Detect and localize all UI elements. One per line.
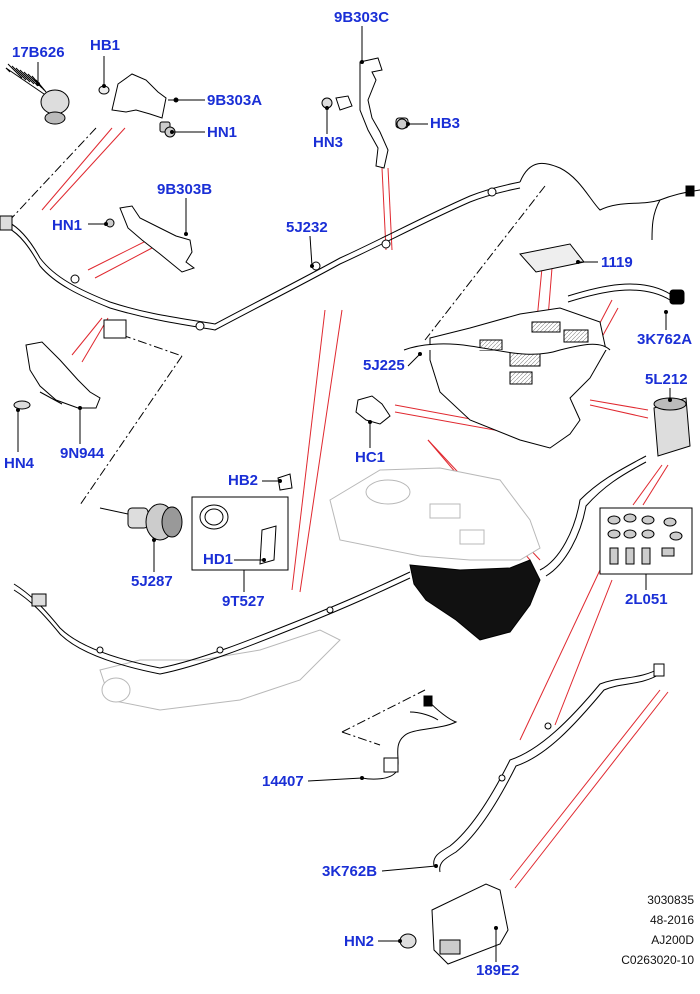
callout-1119[interactable]: 1119	[601, 254, 633, 271]
canister-filter-1119[interactable]	[519, 243, 585, 273]
callout-hc1[interactable]: HC1	[355, 449, 386, 466]
callout-5j287[interactable]: 5J287	[131, 573, 173, 590]
callout-hn4[interactable]: HN4	[4, 455, 35, 472]
fuel-line-5j232[interactable]	[0, 162, 700, 339]
harness-14407[interactable]	[361, 695, 458, 780]
callout-189e2[interactable]: 189E2	[476, 962, 520, 979]
callout-2l051[interactable]: 2L051	[625, 591, 668, 608]
fuel-pump-5l212[interactable]	[653, 397, 691, 457]
bracket-9b303c[interactable]	[321, 57, 409, 169]
hose-3k762b[interactable]	[433, 663, 665, 873]
filler-spring-part[interactable]	[5, 63, 70, 125]
callout-9b303c[interactable]: 9B303C	[334, 9, 390, 26]
callout-5j232[interactable]: 5J232	[286, 219, 328, 236]
hose-3k762a[interactable]	[567, 283, 685, 305]
reference-line-2: 48-2016	[649, 913, 694, 927]
kit-box-9t527[interactable]	[191, 473, 293, 571]
callout-5j225[interactable]: 5J225	[363, 357, 405, 374]
tank-outline-ghost	[99, 467, 541, 711]
callout-14407[interactable]: 14407	[262, 773, 304, 790]
kit-box-2l051[interactable]	[599, 507, 693, 575]
heat-shield-9b303a[interactable]	[98, 73, 179, 133]
callout-hn1-lower[interactable]: HN1	[52, 217, 83, 234]
callout-leaders	[16, 26, 672, 962]
callout-hn2[interactable]: HN2	[344, 933, 375, 950]
fuel-tank-upper[interactable]	[403, 307, 611, 449]
callout-hd1[interactable]: HD1	[203, 551, 234, 568]
reference-line-4: C0263020-10	[621, 953, 694, 967]
callout-3k762b[interactable]: 3K762B	[322, 863, 378, 880]
callout-5l212[interactable]: 5L212	[645, 371, 688, 388]
reference-line-3: AJ200D	[651, 933, 694, 947]
callout-9n944[interactable]: 9N944	[60, 445, 105, 462]
callout-hn3[interactable]: HN3	[313, 134, 344, 151]
callout-3k762a[interactable]: 3K762A	[637, 331, 693, 348]
fuel-line-lower[interactable]	[13, 571, 411, 675]
callout-9b303a[interactable]: 9B303A	[207, 92, 263, 109]
callout-9b303b[interactable]: 9B303B	[157, 181, 213, 198]
callout-hn1-upper[interactable]: HN1	[207, 124, 238, 141]
bracket-9b303b[interactable]	[105, 205, 196, 273]
callout-hb1[interactable]: HB1	[90, 37, 121, 54]
fuel-tank-lower[interactable]	[409, 559, 541, 641]
callout-17b626[interactable]: 17B626	[12, 44, 65, 61]
shield-189e2[interactable]	[399, 883, 509, 965]
clip-hc1[interactable]	[355, 395, 391, 425]
callout-hb2[interactable]: HB2	[228, 472, 259, 489]
callout-hb3[interactable]: HB3	[430, 115, 461, 132]
filler-valve-5j287[interactable]	[99, 503, 183, 541]
reference-line-1: 3030835	[647, 893, 694, 907]
callout-9t527[interactable]: 9T527	[222, 593, 265, 610]
reference-block: 3030835 48-2016 AJ200D C0263020-10	[621, 893, 694, 968]
dashdot-lines	[7, 127, 546, 746]
heat-shield-9n944[interactable]	[13, 341, 101, 410]
fixings	[164, 118, 408, 138]
vent-line-pump[interactable]	[539, 455, 647, 577]
